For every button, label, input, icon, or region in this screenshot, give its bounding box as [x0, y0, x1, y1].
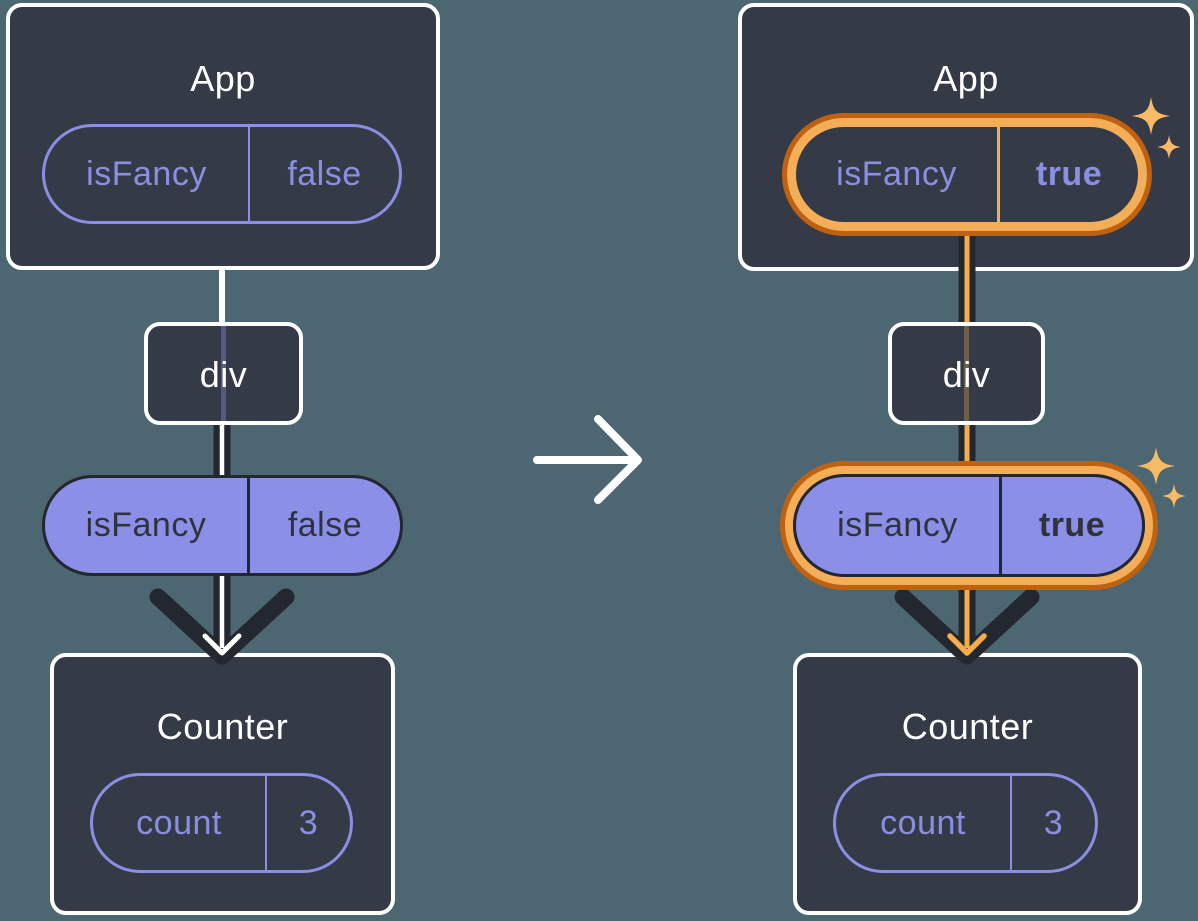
right-div-label: div [942, 354, 991, 395]
right-flow-dark-arrowhead [894, 588, 1040, 665]
prop-name: isFancy [85, 506, 207, 544]
state-name: count [136, 803, 222, 842]
left-counter-title: Counter [156, 706, 289, 747]
left-div-label: div [199, 354, 248, 395]
left-counter-state-pill: count 3 [90, 773, 353, 873]
right-flow-orange-tip [947, 633, 987, 656]
left-flow-dark-arrowhead [149, 588, 295, 665]
left-app-prop-pill: isFancy false [42, 124, 402, 224]
prop-name: isFancy [837, 506, 958, 544]
left-div-stripe [221, 326, 226, 421]
left-app-title: App [190, 58, 256, 99]
state-value: 3 [265, 776, 350, 870]
sparkle-icon [1137, 447, 1175, 485]
left-flow-white-tip [202, 633, 242, 656]
prop-name: isFancy [86, 154, 207, 193]
right-counter-state-pill: count 3 [833, 773, 1098, 873]
right-app-title: App [933, 58, 999, 99]
left-passed-prop-pill: isFancy false [42, 475, 403, 576]
right-div-node: div [888, 322, 1045, 425]
state-value: 3 [1010, 776, 1095, 870]
prop-name: isFancy [836, 155, 957, 193]
right-arrow-icon [533, 415, 642, 504]
right-counter-title: Counter [901, 706, 1034, 747]
prop-value: true [999, 477, 1142, 574]
prop-value: false [248, 127, 399, 221]
right-app-prop-pill: isFancy true [782, 113, 1152, 236]
state-name: count [880, 803, 966, 842]
right-passed-prop-pill: isFancy true [780, 461, 1158, 590]
sparkle-icon [1162, 484, 1186, 508]
prop-value: true [997, 127, 1138, 222]
right-div-stripe [964, 326, 969, 421]
prop-value: false [247, 478, 400, 573]
left-div-node: div [144, 322, 303, 425]
